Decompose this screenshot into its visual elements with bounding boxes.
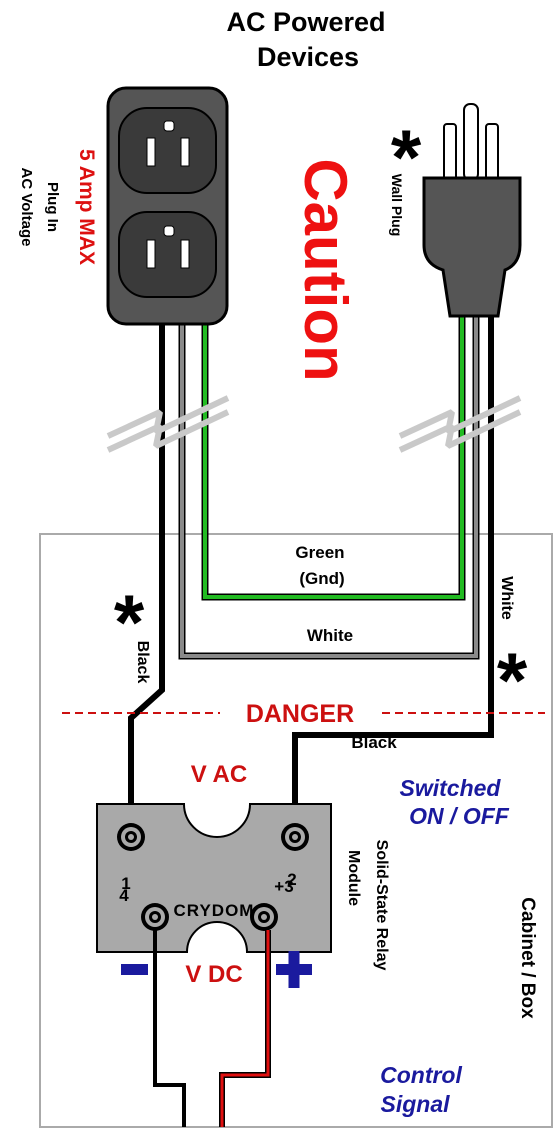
plug-body	[422, 176, 522, 318]
black-wire-outlet-to-relay	[128, 300, 165, 832]
cabinet-box	[39, 533, 553, 1128]
white-wire-label-vertical: White	[498, 576, 515, 620]
control-wire-positive-core	[220, 930, 270, 1127]
caution-label: Caution	[292, 158, 359, 381]
white-wire-label: White	[307, 626, 353, 645]
outlet-slot	[180, 137, 190, 167]
outlet-slot	[146, 137, 156, 167]
black-wire-plug-to-relay	[292, 300, 494, 832]
black-wire-label-right: Black	[351, 733, 397, 752]
outlet-socket-bottom	[118, 211, 217, 298]
title-line-1: AC Powered	[226, 7, 385, 37]
control-wire-negative	[153, 930, 186, 1127]
outlet-amp-label: 5 Amp MAX	[75, 149, 98, 265]
plus-sign-icon-vertical	[288, 951, 300, 988]
module-label-line-1: Solid-State Relay	[373, 840, 390, 971]
terminal-2-label: 2	[287, 870, 296, 889]
terminal-4	[141, 903, 169, 931]
outlet-slot	[180, 239, 190, 269]
minus-sign-icon	[121, 964, 148, 975]
plug-label: Wall Plug	[389, 174, 405, 236]
plug-prong	[443, 123, 457, 181]
relay-brand: CRYDOM	[174, 901, 255, 920]
cabinet-label: Cabinet / Box	[517, 897, 538, 1019]
terminal-2	[281, 823, 309, 851]
outlet-slot	[146, 239, 156, 269]
green-wire-core	[203, 300, 464, 599]
terminal-1-label: 1	[121, 874, 130, 893]
outlet-ground-hole	[163, 225, 175, 237]
terminal-4-label: 4	[119, 886, 129, 905]
wire-break-left	[106, 395, 230, 453]
switched-label-line-2: ON / OFF	[409, 803, 510, 829]
green-wire-label: Green	[295, 543, 344, 562]
plug-prong-ground	[463, 103, 479, 181]
outlet-plug-label: Plug In	[44, 182, 61, 232]
terminal-1	[117, 823, 145, 851]
switched-label-line-1: Switched	[400, 775, 502, 801]
control-wire-positive	[219, 930, 271, 1127]
module-label-line-2: Module	[345, 850, 362, 906]
danger-label: DANGER	[246, 700, 354, 728]
black-wire-label-left: Black	[134, 641, 151, 684]
white-wire-core	[180, 300, 478, 658]
plug-asterisk: *	[391, 113, 422, 201]
outlet-ground-hole	[163, 120, 175, 132]
title-line-2: Devices	[257, 42, 359, 72]
v-ac-label: V AC	[191, 761, 247, 788]
control-label-line-1: Control	[380, 1062, 462, 1088]
gnd-label: (Gnd)	[299, 569, 344, 588]
asterisk-left: *	[114, 578, 145, 666]
terminal-3-label: +3	[274, 877, 293, 896]
wire-break-right	[398, 395, 522, 453]
v-dc-label: V DC	[185, 961, 242, 988]
plug-prong	[485, 123, 499, 181]
outlet-socket-top	[118, 107, 217, 194]
control-label-line-2: Signal	[380, 1091, 450, 1117]
outlet-voltage-label: AC Voltage	[18, 168, 35, 247]
asterisk-right: *	[497, 636, 528, 724]
terminal-3	[250, 903, 278, 931]
